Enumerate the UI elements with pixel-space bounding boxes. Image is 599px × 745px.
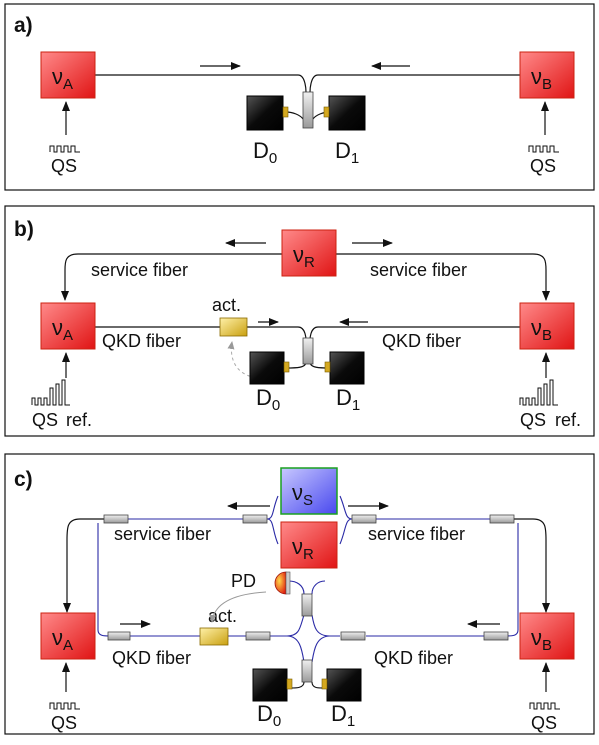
source-a: νA: [40, 302, 96, 350]
svg-text:PD: PD: [231, 571, 256, 591]
qkd-fiber-left-label: QKD fiber: [102, 331, 181, 351]
svg-text:D0: D0: [253, 138, 277, 167]
actuator-label: act.: [208, 606, 237, 626]
qs-right: QS: [520, 410, 546, 430]
actuator: [219, 317, 248, 337]
svg-text:νB: νB: [531, 315, 552, 344]
svg-text:D1: D1: [335, 138, 359, 167]
service-fiber-right-label: service fiber: [368, 524, 465, 544]
pulse-train-ref-icon: [31, 379, 70, 406]
pulse-train-ref-icon: [519, 379, 558, 406]
source-r: νR: [281, 229, 337, 277]
svg-text:νB: νB: [531, 64, 552, 93]
detector-d0: D0: [246, 95, 289, 167]
ref-left: ref.: [66, 410, 92, 430]
pulse-train-icon: [529, 702, 560, 710]
qkd-fiber-right-label: QKD fiber: [382, 331, 461, 351]
svg-text:νR: νR: [292, 534, 314, 563]
panel-c-label: c): [14, 468, 33, 491]
svg-text:D1: D1: [336, 385, 360, 414]
svg-text:D0: D0: [257, 701, 281, 730]
ref-right: ref.: [555, 410, 581, 430]
service-fiber-right-label: service fiber: [370, 260, 467, 280]
svg-text:νA: νA: [52, 64, 73, 93]
service-fiber-left-label: service fiber: [91, 260, 188, 280]
source-r: νR: [280, 521, 338, 569]
panel-a-label: a): [14, 14, 33, 37]
qs-left: QS: [32, 410, 58, 430]
detector-d1: D1: [321, 668, 362, 730]
detector-d0: D0: [249, 351, 290, 414]
source-s: νS: [280, 467, 338, 515]
qs-right: QS: [530, 156, 556, 176]
pulse-train-icon: [528, 145, 559, 153]
source-b: νB: [519, 612, 575, 660]
service-fiber-left-label: service fiber: [114, 524, 211, 544]
source-a: νA: [40, 612, 96, 660]
svg-text:νB: νB: [531, 625, 552, 654]
fiber-coupler: [302, 91, 314, 129]
panel-a: a) D0 D1 νA νB: [4, 3, 595, 191]
actuator-label: act.: [212, 295, 241, 315]
detector-d0: D0: [252, 668, 293, 730]
actuator: [199, 627, 229, 646]
detector-d1: D1: [324, 351, 365, 414]
fiber-connectors: [103, 514, 515, 683]
photodiode: PD: [231, 571, 291, 595]
svg-text:νA: νA: [52, 315, 73, 344]
svg-text:D0: D0: [256, 385, 280, 414]
qs-left: QS: [51, 156, 77, 176]
qs-left: QS: [51, 713, 77, 733]
source-a: νA: [40, 51, 96, 99]
panel-c: c): [4, 453, 595, 735]
detector-d1: D1: [323, 95, 366, 167]
service-fiber-left: [61, 253, 282, 301]
fiber-coupler: [302, 337, 314, 365]
qs-right: QS: [531, 713, 557, 733]
pulse-train-icon: [49, 145, 80, 153]
fiber-a-right: [309, 74, 520, 93]
source-b: νB: [519, 51, 575, 99]
panel-b: b) service fiber service fiber QKD fiber…: [4, 205, 595, 437]
svg-text:νR: νR: [293, 242, 315, 271]
panel-b-label: b): [14, 218, 34, 241]
svg-text:νA: νA: [52, 625, 73, 654]
fiber-a-left: [95, 74, 307, 93]
service-fiber-right: [336, 253, 550, 301]
pulse-train-icon: [49, 702, 80, 710]
source-b: νB: [519, 302, 575, 350]
svg-text:D1: D1: [331, 701, 355, 730]
qkd-fiber-right-label: QKD fiber: [374, 648, 453, 668]
qkd-fiber-left-label: QKD fiber: [112, 648, 191, 668]
feedback-arrow: [209, 591, 267, 623]
svg-text:νS: νS: [292, 480, 313, 509]
